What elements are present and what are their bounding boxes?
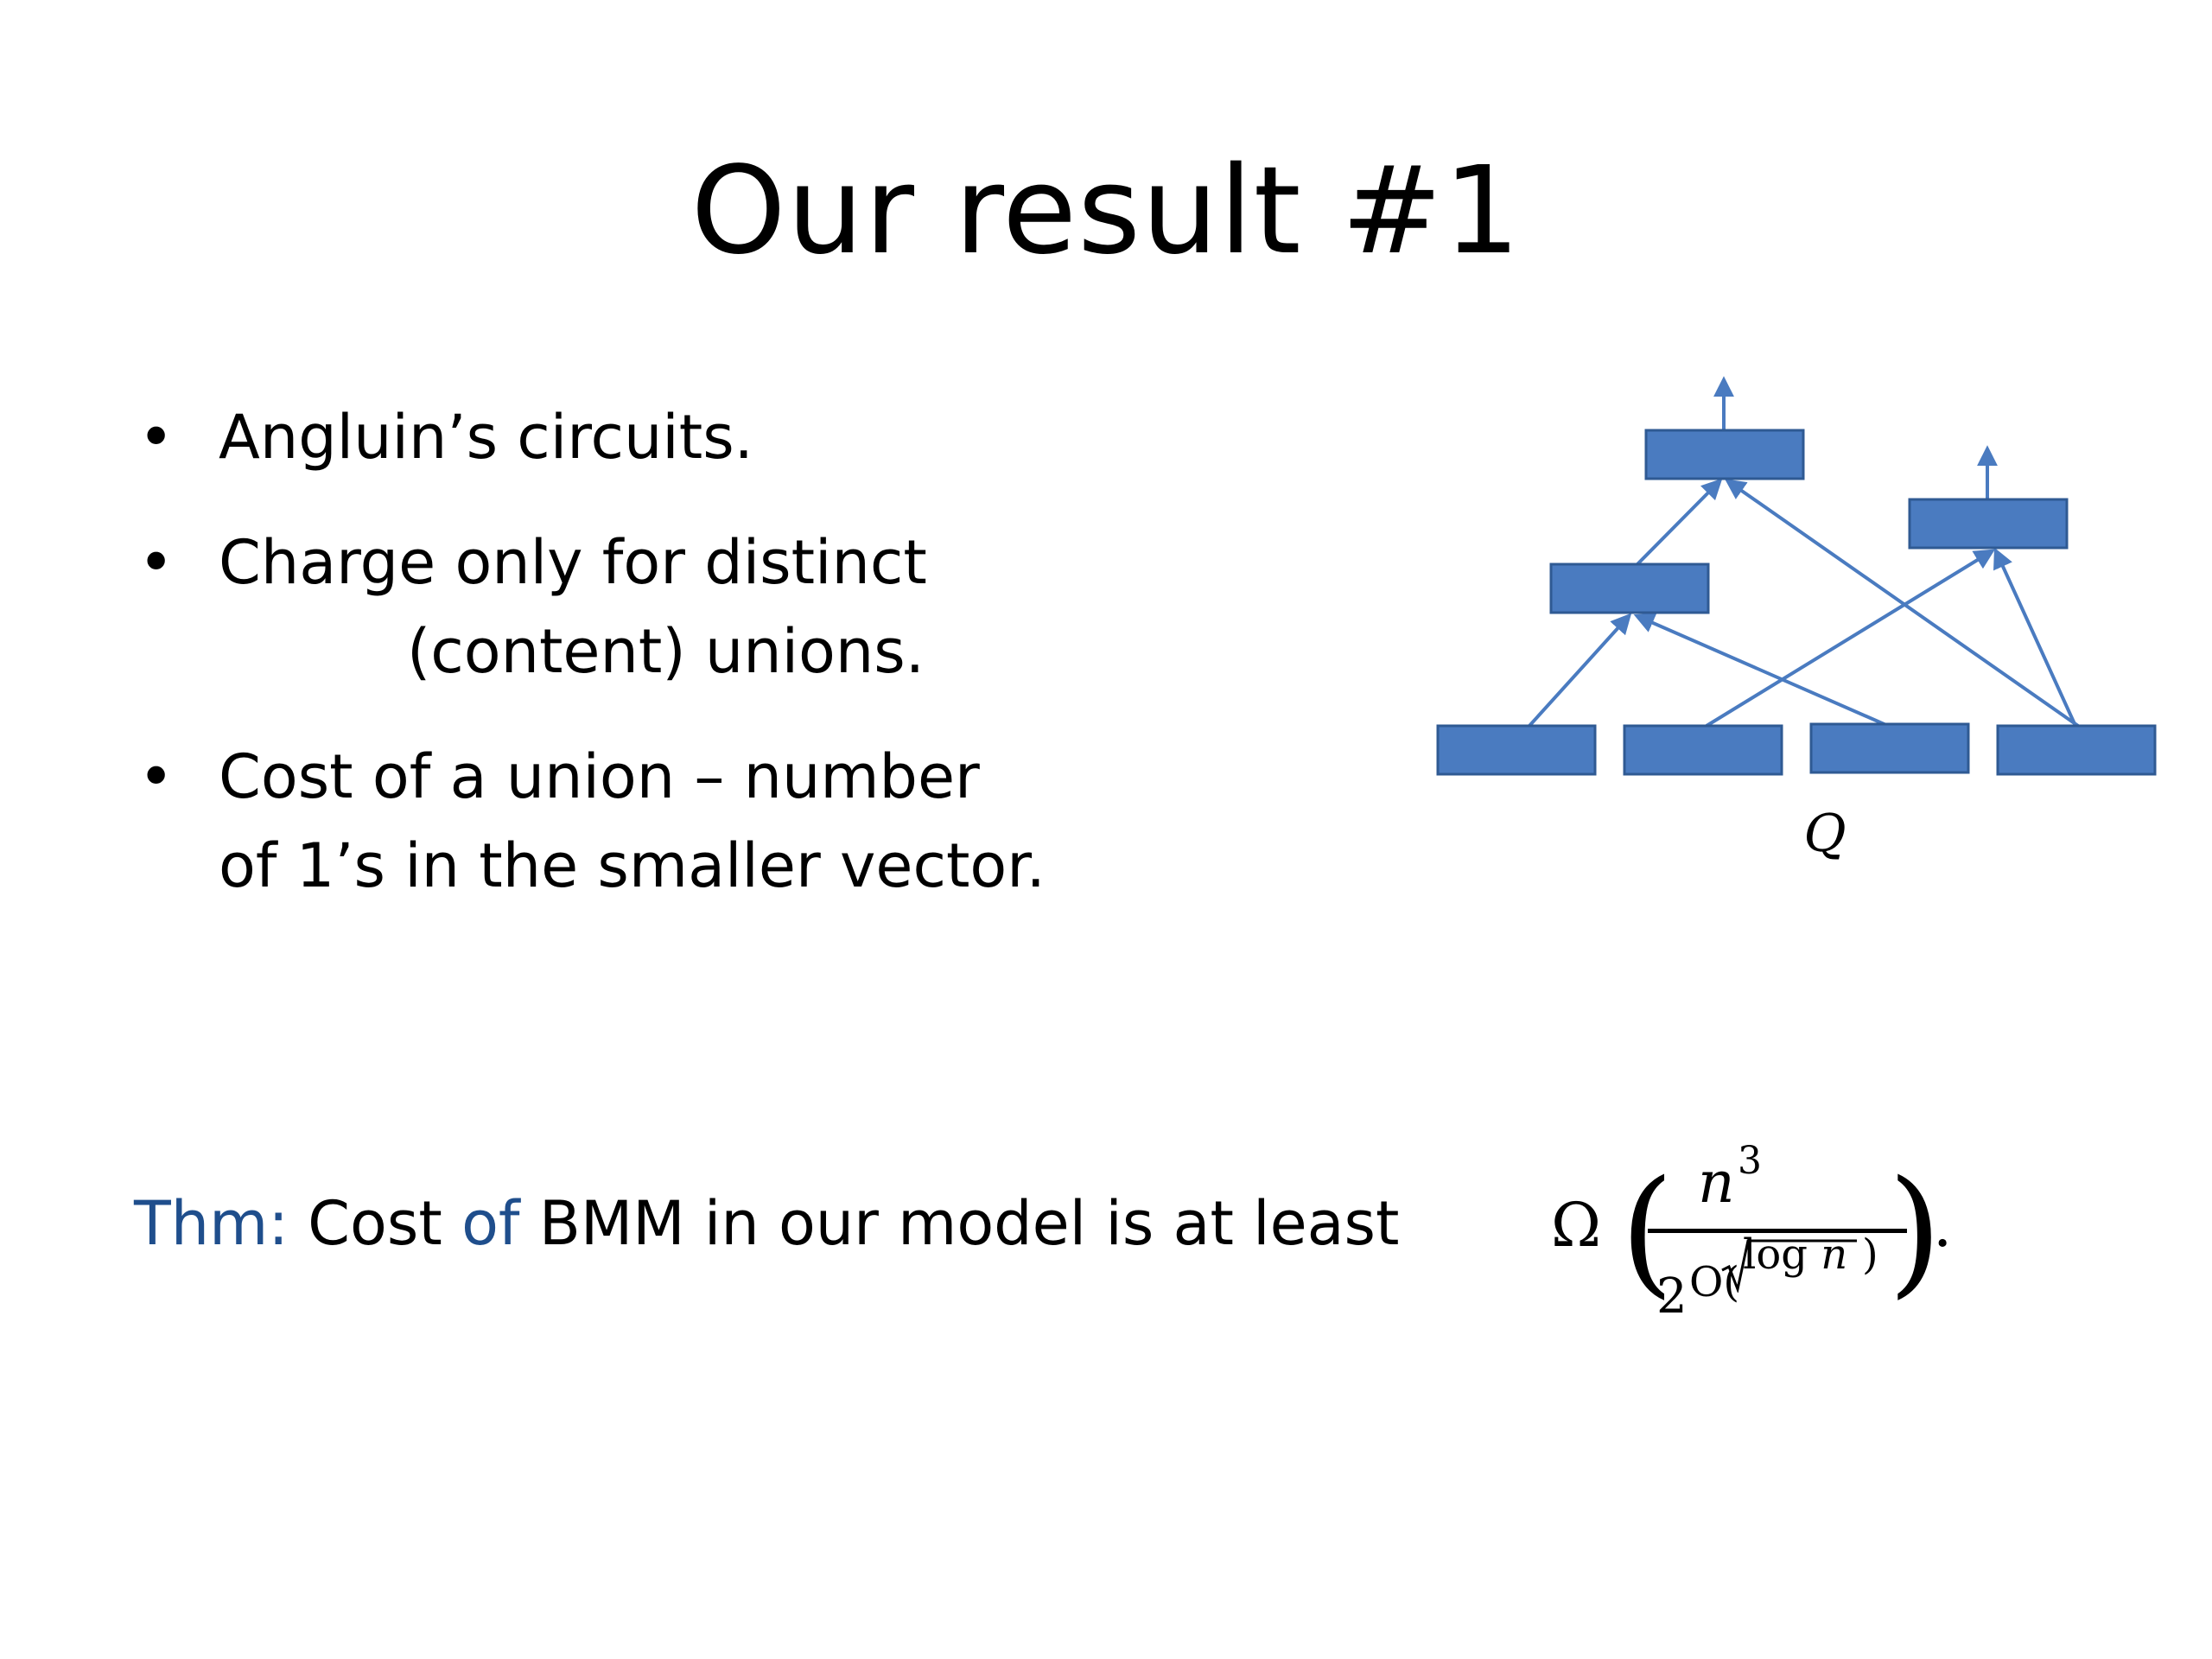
bullet-dot: • <box>138 527 175 598</box>
edge-bottom2-to-right <box>1705 549 1996 728</box>
circuit-edges <box>1528 376 2080 728</box>
gate-bottom-1 <box>1436 724 1597 776</box>
edge-bottom1-to-mid <box>1528 613 1632 728</box>
circuit-gates <box>1436 429 2157 776</box>
log-variable: n <box>1821 1230 1848 1279</box>
theorem-text-rest: BMM in our model is at least <box>538 1188 1400 1259</box>
fraction-bar <box>1648 1229 1907 1233</box>
numerator-exponent: 3 <box>1738 1139 1762 1183</box>
theorem-statement: Thm: Cost of BMM in our model is at leas… <box>134 1139 2121 1331</box>
theorem-text: Thm: Cost of BMM in our model is at leas… <box>134 1180 1399 1267</box>
denominator-exponent: O( <box>1689 1258 1739 1306</box>
bullet-item-angluin: • Angluin’s circuits. <box>125 393 1292 482</box>
diagram-label-q: Q <box>1803 804 1846 864</box>
fraction-denominator: 2 O( log n ) <box>1656 1230 1916 1325</box>
bullet-text-continuation: of 1’s in the smaller vector. <box>219 830 1046 901</box>
gate-bottom-3 <box>1809 722 1970 774</box>
bullet-item-cost: • Cost of a union – number of 1’s in the… <box>125 733 1292 911</box>
sqrt-symbol <box>1721 1239 1857 1293</box>
theorem-text-cost: Cost <box>308 1188 442 1259</box>
log-text: log <box>1743 1230 1808 1279</box>
formula-period: . <box>1933 1190 1953 1261</box>
denominator-exp-suffix: ) <box>1862 1230 1878 1279</box>
right-parenthesis: ) <box>1888 1150 1942 1312</box>
theorem-text-of: of <box>461 1188 520 1259</box>
numerator-base: n <box>1698 1149 1735 1216</box>
bullet-text: Cost of a union – number <box>219 741 980 812</box>
omega-symbol: Ω <box>1551 1190 1602 1261</box>
edge-mid-to-top <box>1636 478 1723 566</box>
gate-top <box>1644 429 1805 480</box>
circuit-diagram: Q <box>1436 376 2157 864</box>
theorem-formula: Ω ( n 3 2 O( log n ) ) . <box>1551 1139 1957 1331</box>
theorem-label: Thm: <box>134 1188 289 1259</box>
denominator-exp-prefix: O( <box>1689 1258 1740 1306</box>
fraction-numerator: n 3 <box>1698 1139 1762 1216</box>
denominator-log: log n <box>1743 1230 1847 1279</box>
gate-bottom-4 <box>1996 724 2157 776</box>
bullet-text: Charge only for distinct <box>219 527 927 598</box>
bullet-dot: • <box>138 402 175 473</box>
bullet-text: Angluin’s circuits. <box>219 402 753 473</box>
bullet-text-continuation: (content) unions. <box>407 616 925 687</box>
bullet-item-charge: • Charge only for distinct (content) uni… <box>125 518 1292 696</box>
bullet-list: • Angluin’s circuits. • Charge only for … <box>125 393 1292 947</box>
gate-middle <box>1549 563 1710 614</box>
denominator-base: 2 <box>1656 1268 1688 1325</box>
edge-bottom3-to-mid <box>1633 613 1889 728</box>
gate-right <box>1908 498 2069 550</box>
edge-bottom4-to-right <box>1993 547 2077 727</box>
slide-title: Our result #1 <box>690 141 1522 282</box>
bullet-dot: • <box>138 741 175 812</box>
gate-bottom-2 <box>1623 724 1783 776</box>
